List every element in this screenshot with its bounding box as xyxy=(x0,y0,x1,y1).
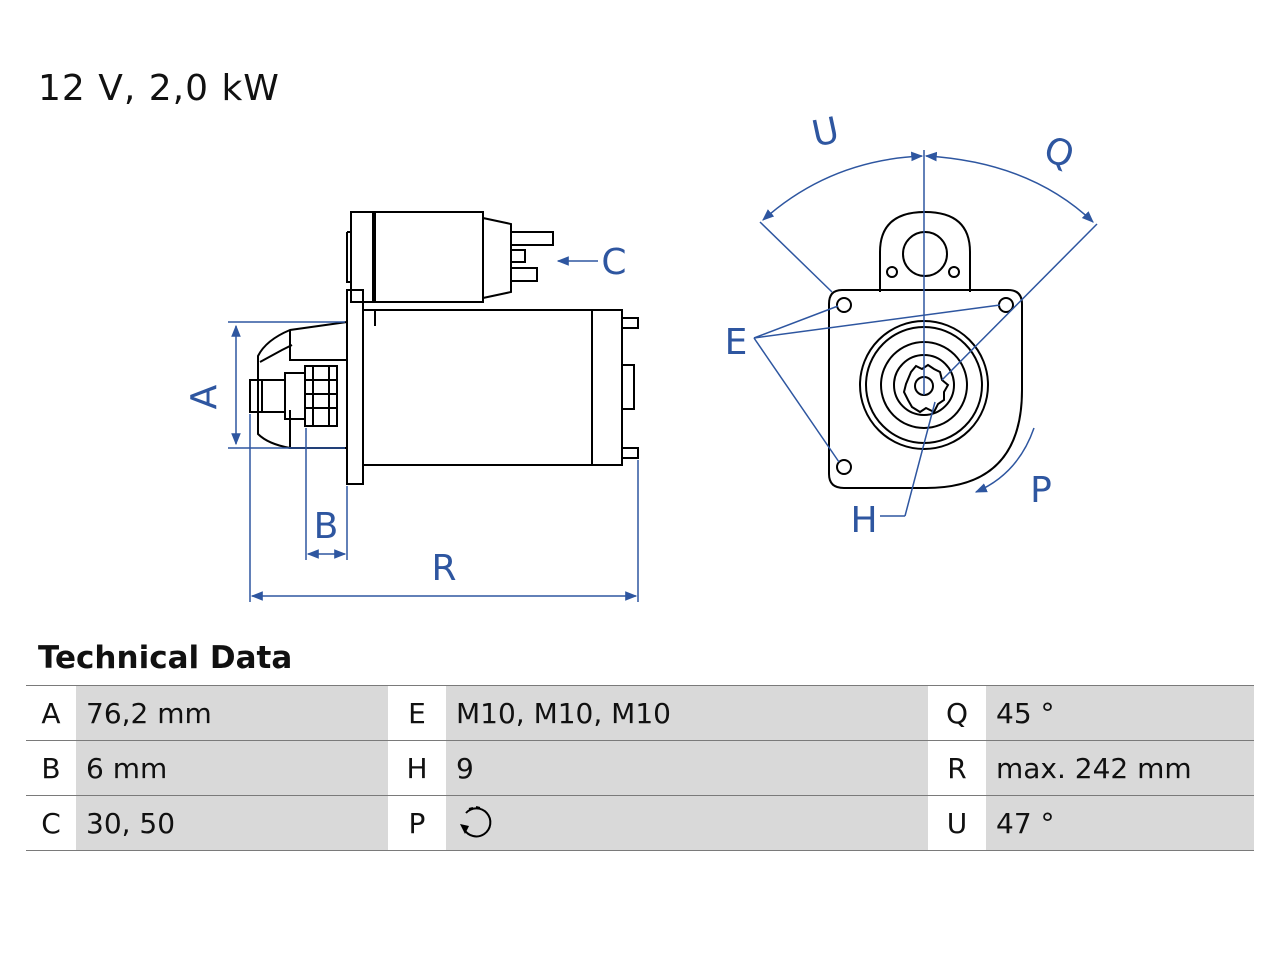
label-h: H xyxy=(850,500,877,541)
mounting-flange xyxy=(346,289,364,485)
table-key: C xyxy=(26,795,76,851)
end-cap xyxy=(591,309,623,466)
table-row: A 76,2 mm E M10, M10, M10 Q 45 ° xyxy=(26,685,1254,741)
label-u: U xyxy=(808,110,842,156)
front-pinion xyxy=(902,363,950,414)
table-value-rotation xyxy=(446,795,928,851)
table-row: C 30, 50 P U 47 ° xyxy=(26,795,1254,851)
technical-data-table: A 76,2 mm E M10, M10, M10 Q 45 ° B 6 mm … xyxy=(26,685,1254,851)
table-value: 45 ° xyxy=(986,685,1254,741)
drive-housing xyxy=(257,321,348,449)
table-row: B 6 mm H 9 R max. 242 mm xyxy=(26,740,1254,796)
table-value: 30, 50 xyxy=(76,795,388,851)
table-key: B xyxy=(26,740,76,796)
label-a: A xyxy=(184,384,225,409)
solenoid-cap xyxy=(350,211,376,303)
table-value: 9 xyxy=(446,740,928,796)
front-view xyxy=(828,210,1023,489)
label-p: P xyxy=(1030,470,1052,511)
table-value: 76,2 mm xyxy=(76,685,388,741)
top-ear xyxy=(879,210,971,292)
pinion xyxy=(304,365,338,427)
table-key: P xyxy=(388,795,446,851)
table-key: E xyxy=(388,685,446,741)
label-q: Q xyxy=(1039,129,1080,177)
label-r: R xyxy=(431,548,456,589)
table-value: 47 ° xyxy=(986,795,1254,851)
terminal-50 xyxy=(510,267,538,282)
motor-body xyxy=(363,309,593,466)
starter-motor-drawing: A B R C xyxy=(184,110,1098,602)
table-value: M10, M10, M10 xyxy=(446,685,928,741)
table-value: max. 242 mm xyxy=(986,740,1254,796)
front-view-dimensions xyxy=(753,150,1098,517)
table-value: 6 mm xyxy=(76,740,388,796)
table-key: H xyxy=(388,740,446,796)
label-c: C xyxy=(601,242,626,283)
section-title: Technical Data xyxy=(38,640,293,676)
side-view-dimensions xyxy=(228,256,639,602)
table-key: U xyxy=(928,795,986,851)
table-key: Q xyxy=(928,685,986,741)
front-flange xyxy=(828,289,1023,489)
page-title: 12 V, 2,0 kW xyxy=(38,68,280,109)
solenoid-rear xyxy=(482,216,512,300)
table-key: R xyxy=(928,740,986,796)
terminal-30 xyxy=(510,231,554,246)
solenoid-body xyxy=(372,211,484,303)
clockwise-rotation-icon xyxy=(460,806,492,838)
label-e: E xyxy=(725,322,748,363)
table-key: A xyxy=(26,685,76,741)
side-view xyxy=(249,211,639,485)
label-b: B xyxy=(314,506,339,547)
